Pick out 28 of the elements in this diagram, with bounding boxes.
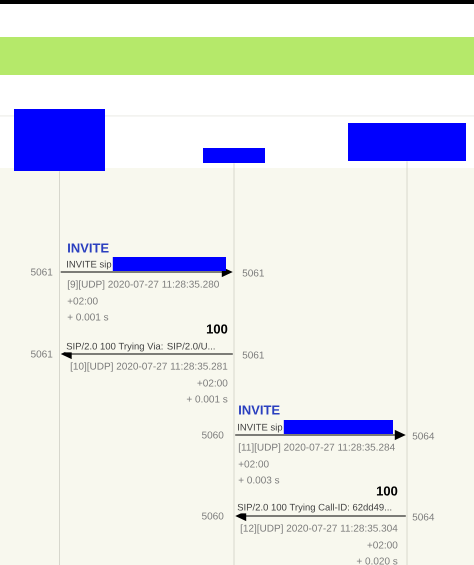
port-number: 5061	[30, 350, 52, 358]
message-detail: + 0.003 s	[238, 476, 280, 484]
message-detail: + 0.020 s	[356, 557, 398, 565]
message-detail: + 0.001 s	[186, 395, 228, 403]
status-code: 100	[206, 324, 228, 334]
method-heading: INVITE	[68, 244, 109, 252]
message-detail: +02:00	[367, 541, 398, 549]
message-detail: [11][UDP] 2020-07-27 11:28:35.284	[238, 443, 395, 453]
message-detail: [12][UDP] 2020-07-27 11:28:35.304	[240, 524, 398, 534]
port-number: 5061	[242, 351, 264, 359]
message-text: INVITE sip	[236, 422, 284, 434]
message-detail: + 0.001 s	[68, 313, 108, 321]
message-detail: +02:00	[197, 379, 228, 387]
port-number: 5064	[412, 513, 434, 521]
port-number: 5064	[412, 432, 434, 440]
port-number: 5060	[202, 431, 224, 439]
message-text: SIP/2.0 100 Trying Call-ID: 62dd49...	[236, 502, 394, 514]
status-code: 100	[376, 486, 398, 496]
method-heading: INVITE	[239, 406, 280, 414]
port-number: 5061	[242, 269, 264, 277]
message-detail: [10][UDP] 2020-07-27 11:28:35.281	[70, 362, 228, 372]
message-detail: +02:00	[68, 297, 98, 305]
port-number: 5060	[202, 512, 224, 520]
message-detail: [9][UDP] 2020-07-27 11:28:35.280	[68, 280, 219, 290]
message-text: SIP/2.0 100 Trying Via: SIP/2.0/U...	[65, 342, 216, 352]
message-text: INVITE sip	[65, 260, 113, 270]
message-detail: +02:00	[238, 460, 269, 468]
port-number: 5061	[30, 268, 52, 276]
